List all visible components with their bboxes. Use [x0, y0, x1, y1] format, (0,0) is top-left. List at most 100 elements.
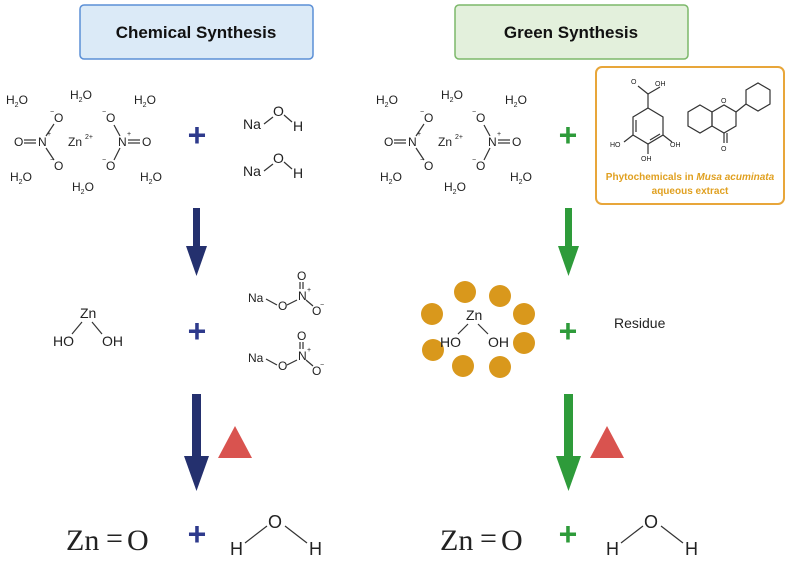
svg-text:Na: Na [243, 116, 261, 132]
reaction-arrow [184, 394, 209, 491]
svg-text:−: − [420, 109, 424, 116]
svg-text:H2O: H2O [376, 93, 398, 109]
zinc-hydroxide: Zn HO OH [53, 305, 123, 349]
svg-text:H2O: H2O [510, 170, 532, 186]
svg-text:=: = [106, 522, 123, 555]
svg-text:O: O [424, 159, 433, 173]
svg-text:H: H [685, 539, 698, 559]
phytochemicals-caption-line1: Phytochemicals in Musa acuminata [606, 172, 775, 183]
svg-text:O: O [54, 159, 63, 173]
svg-text:N: N [118, 135, 127, 149]
svg-text:O: O [501, 524, 523, 557]
plus-sign: + [559, 516, 578, 552]
svg-text:O: O [106, 159, 115, 173]
svg-text:O: O [644, 512, 658, 532]
svg-text:O: O [312, 304, 321, 318]
sodium-nitrate: Na O N + O O − [248, 329, 324, 378]
nitrate-ion: O N + O − O − [384, 109, 433, 173]
svg-text:N: N [38, 135, 47, 149]
svg-text:H2O: H2O [70, 88, 92, 104]
nanoparticle-dot [452, 355, 474, 377]
svg-text:−: − [50, 109, 54, 116]
nanoparticle-dot [513, 303, 535, 325]
svg-text:O: O [476, 111, 485, 125]
svg-text:O: O [721, 98, 727, 105]
svg-text:H2O: H2O [10, 170, 32, 186]
zinc-ion: Zn 2+ [438, 134, 463, 149]
svg-text:O: O [278, 359, 287, 373]
svg-text:HO: HO [53, 333, 74, 349]
svg-text:−: − [102, 157, 106, 164]
svg-text:O: O [384, 135, 393, 149]
plus-sign: + [559, 117, 578, 153]
reaction-arrow [558, 208, 579, 276]
water-molecule: H2O [441, 88, 463, 104]
svg-text:Zn: Zn [68, 135, 82, 149]
water-molecule: H2O [444, 180, 466, 196]
plus-sign: + [559, 313, 578, 349]
svg-text:OH: OH [488, 334, 509, 350]
svg-text:H2O: H2O [140, 170, 162, 186]
svg-text:N: N [488, 135, 497, 149]
green-header-text: Green Synthesis [504, 23, 638, 42]
svg-text:Na: Na [248, 291, 264, 305]
svg-text:O: O [273, 150, 284, 166]
svg-text:O: O [424, 111, 433, 125]
svg-text:Na: Na [248, 351, 264, 365]
svg-text:H: H [293, 165, 303, 181]
svg-text:O: O [297, 329, 306, 343]
svg-text:Zn: Zn [466, 307, 482, 323]
svg-text:HO: HO [440, 334, 461, 350]
svg-text:−: − [50, 157, 54, 164]
svg-text:−: − [472, 157, 476, 164]
svg-text:H2O: H2O [6, 93, 28, 109]
residue-label: Residue [614, 315, 666, 331]
svg-text:H2O: H2O [380, 170, 402, 186]
water-product: H O H [606, 512, 698, 559]
svg-text:Zn: Zn [438, 135, 452, 149]
svg-text:O: O [268, 512, 282, 532]
svg-text:H2O: H2O [441, 88, 463, 104]
svg-text:−: − [102, 109, 106, 116]
svg-text:=: = [480, 522, 497, 555]
zinc-oxide: Zn = O [440, 522, 523, 557]
phytochemicals-box: OH O HO OH OH O O Phytochemicals in Musa… [595, 66, 785, 205]
plus-sign: + [188, 117, 207, 153]
svg-text:−: − [420, 157, 424, 164]
water-molecule: H2O [70, 88, 92, 104]
svg-text:O: O [278, 299, 287, 313]
svg-text:O: O [476, 159, 485, 173]
nitrate-ion: O − N + O O − [472, 109, 521, 173]
water-molecule: H2O [6, 93, 28, 109]
sodium-hydroxide: Na O H [243, 150, 303, 181]
water-molecule: H2O [380, 170, 402, 186]
svg-text:N: N [298, 349, 307, 363]
nanoparticle-dot [513, 332, 535, 354]
flavone-structure: O O [687, 82, 771, 153]
green-synthesis-header: Green Synthesis [454, 4, 689, 60]
svg-text:+: + [47, 131, 51, 138]
plus-sign: + [188, 313, 207, 349]
svg-text:Zn: Zn [66, 524, 99, 557]
svg-text:N: N [408, 135, 417, 149]
water-molecule: H2O [134, 93, 156, 109]
water-product: H O H [230, 512, 322, 559]
svg-text:O: O [312, 364, 321, 378]
svg-text:O: O [721, 146, 727, 153]
svg-text:+: + [417, 131, 421, 138]
nitrate-ion: O N + O − O − [14, 109, 63, 173]
svg-text:H2O: H2O [72, 180, 94, 196]
chemical-header-text: Chemical Synthesis [116, 23, 277, 42]
heat-triangle [590, 426, 624, 458]
svg-text:OH: OH [102, 333, 123, 349]
svg-text:HO: HO [610, 142, 621, 149]
svg-text:O: O [273, 103, 284, 119]
water-molecule: H2O [510, 170, 532, 186]
nitrate-ion: O − N + O O − [102, 109, 151, 173]
heat-triangle [218, 426, 252, 458]
zinc-nitrate-hydrate-right: H2O H2O H2O H2O H2O H2O O N + O − O − Zn… [376, 88, 532, 196]
water-molecule: H2O [10, 170, 32, 186]
chemical-synthesis-header: Chemical Synthesis [79, 4, 314, 60]
svg-text:O: O [54, 111, 63, 125]
nanoparticle-dot [422, 339, 444, 361]
